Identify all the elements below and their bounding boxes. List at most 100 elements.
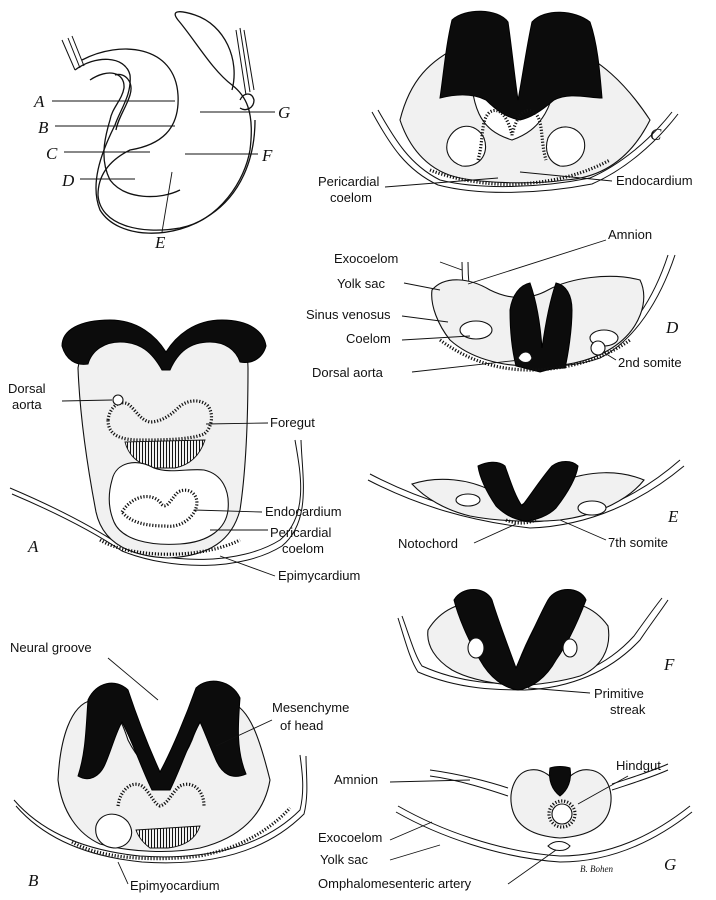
- section-d-label-second-somite: 2nd somite: [618, 355, 682, 370]
- section-c: [371, 10, 679, 193]
- section-g-omphalomesenteric: [547, 840, 571, 852]
- section-a: [9, 319, 304, 566]
- section-f-neural-fold: [453, 589, 587, 691]
- section-c-letter: C: [650, 125, 662, 144]
- section-g: [395, 763, 693, 863]
- section-c-heart-left: [446, 125, 486, 167]
- section-d-label-dorsal-aorta: Dorsal aorta: [312, 365, 384, 380]
- section-d-leader-somite: [602, 351, 617, 361]
- section-d-label-coelom: Coelom: [346, 331, 391, 346]
- section-g-neural-tissue: [549, 766, 571, 797]
- section-b: [13, 680, 308, 864]
- section-f-label-streak: streak: [610, 702, 646, 717]
- overview-level-lines: [52, 100, 275, 233]
- section-a-label-pericardial: Pericardial: [270, 525, 332, 540]
- section-g-leader-hindgut: [577, 775, 629, 805]
- artist-signature: B. Bohen: [580, 864, 613, 874]
- section-c-label-pericardial-1: Pericardial: [318, 174, 380, 189]
- section-a-label-epimycardium: Epimycardium: [278, 568, 360, 583]
- section-e-neural-fold: [477, 461, 579, 522]
- section-f-letter: F: [663, 655, 675, 674]
- section-g-leader-artery: [507, 849, 557, 885]
- section-e: [367, 459, 685, 529]
- section-g-leader-yolk: [389, 844, 441, 861]
- overview-diagram: A B C D E F G: [33, 11, 290, 252]
- section-f-label-primitive: Primitive: [594, 686, 644, 701]
- section-d-label-sinus-venosus: Sinus venosus: [306, 307, 391, 322]
- section-a-label-foregut: Foregut: [270, 415, 315, 430]
- section-e-seventh-somite: [577, 500, 607, 516]
- section-a-hatched-mass: [124, 439, 206, 469]
- overview-outline: [61, 11, 256, 234]
- section-g-hindgut: [551, 803, 573, 825]
- section-a-label-dorsal: Dorsal: [8, 381, 46, 396]
- section-a-leader-aorta: [61, 399, 113, 402]
- section-e-letter: E: [667, 507, 679, 526]
- section-b-letter: B: [28, 871, 39, 890]
- section-d-letter: D: [665, 318, 679, 337]
- section-d-label-amnion: Amnion: [608, 227, 652, 242]
- section-c-leader-pericardial: [384, 177, 499, 188]
- section-e-label-notochord: Notochord: [398, 536, 458, 551]
- section-b-foregut: [116, 782, 206, 808]
- section-d-coelom: [459, 320, 493, 340]
- section-b-label-epimyocardium: Epimyocardium: [130, 878, 220, 893]
- section-c-heart-right: [545, 126, 586, 167]
- section-a-letter: A: [27, 537, 39, 556]
- section-g-label-amnion: Amnion: [334, 772, 378, 787]
- section-b-heart: [95, 813, 133, 849]
- section-a-label-aorta: aorta: [12, 397, 42, 412]
- section-d-leader-amnion: [467, 239, 607, 285]
- section-a-neural-tube: [61, 319, 267, 371]
- section-g-label-hindgut: Hindgut: [616, 758, 661, 773]
- section-b-label-neural-groove: Neural groove: [10, 640, 92, 655]
- section-d: [431, 254, 676, 373]
- overview-marker-b: B: [38, 118, 49, 137]
- section-e-leader-notochord: [473, 523, 517, 544]
- section-f: [397, 589, 669, 691]
- overview-marker-a: A: [33, 92, 45, 111]
- section-d-second-somite: [590, 340, 606, 356]
- section-e-label-seventh-somite: 7th somite: [608, 535, 668, 550]
- section-d-leader-coelom: [401, 335, 471, 341]
- overview-marker-g: G: [278, 103, 290, 122]
- section-c-leader-endocardium: [519, 171, 613, 182]
- section-f-leader-streak: [527, 687, 591, 694]
- section-c-label-pericardial-2: coelom: [330, 190, 372, 205]
- section-e-leader-somite: [559, 519, 607, 541]
- section-d-leader-yolk: [403, 282, 441, 291]
- section-d-leader-aorta: [411, 359, 521, 373]
- section-a-foregut: [106, 399, 214, 442]
- overview-marker-c: C: [46, 144, 58, 163]
- section-c-endocardium-fold: [476, 108, 548, 161]
- section-g-leader-exocoelom: [389, 821, 433, 841]
- section-g-label-omphalomesenteric: Omphalomesenteric artery: [318, 876, 472, 891]
- section-g-leader-amnion: [389, 779, 471, 783]
- section-d-label-exocoelom: Exocoelom: [334, 251, 398, 266]
- section-c-neural-fold: [439, 10, 603, 121]
- section-a-dorsal-aorta: [112, 394, 124, 406]
- section-b-label-mesenchyme: Mesenchyme: [272, 700, 349, 715]
- section-a-leader-endocardium: [193, 509, 263, 513]
- overview-marker-d: D: [61, 171, 75, 190]
- section-d-neural-fold: [509, 282, 573, 373]
- section-d-leader-exocoelom: [439, 261, 463, 271]
- section-e-notochord: [505, 518, 537, 525]
- section-c-label-endocardium: Endocardium: [616, 173, 693, 188]
- section-g-letter: G: [664, 855, 676, 874]
- section-b-leader-epimyocardium: [117, 861, 129, 885]
- section-b-epimyocardium: [71, 806, 292, 861]
- section-g-label-exocoelom: Exocoelom: [318, 830, 382, 845]
- section-a-leader-foregut: [205, 422, 269, 425]
- section-d-leader-sinus: [401, 315, 449, 323]
- section-b-leader-neural-groove: [107, 657, 159, 701]
- overview-marker-e: E: [154, 233, 166, 252]
- section-a-label-endocardium: Endocardium: [265, 504, 342, 519]
- section-a-pericardial-coelom: [108, 462, 229, 545]
- section-g-label-yolk-sac: Yolk sac: [320, 852, 368, 867]
- section-b-label-of-head: of head: [280, 718, 323, 733]
- overview-marker-f: F: [261, 146, 273, 165]
- section-a-leader-epimycardium: [219, 555, 276, 577]
